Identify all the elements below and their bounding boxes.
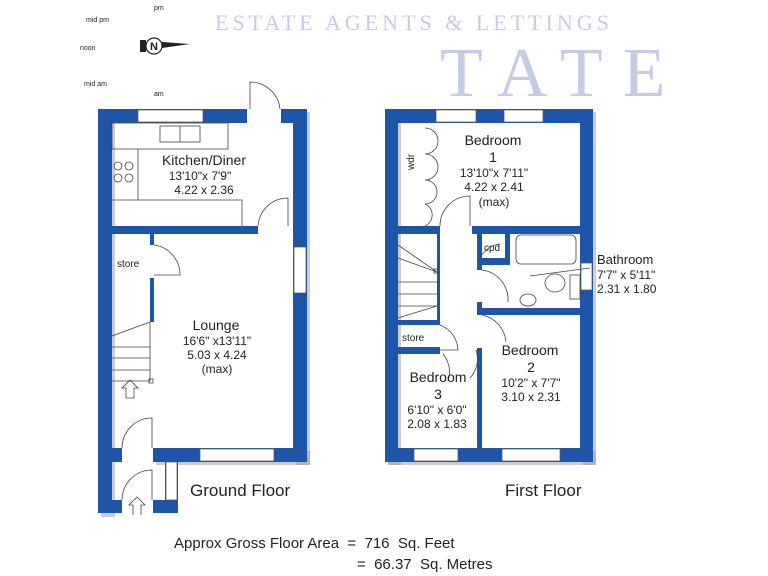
room-imperial-bedroom-1: 13'10"x 7'11" <box>460 166 528 180</box>
room-name-store-ground: store <box>117 259 140 270</box>
room-name-bedroom-2: Bedroom <box>502 342 559 358</box>
room-name-store-first: store <box>402 333 425 344</box>
room-imperial-kitchen-diner: 13'10"x 7'9" <box>169 169 231 183</box>
room-imperial-bedroom-2: 10'2" x 7'7" <box>501 376 560 390</box>
room-name-bedroom-3: Bedroom <box>410 369 467 385</box>
room-name-kitchen-diner: Kitchen/Diner <box>162 152 246 168</box>
room-imperial-bathroom: 7'7" x 5'11" <box>597 268 655 282</box>
watermark-tagline: ESTATE AGENTS & LETTINGS <box>215 10 613 35</box>
room-note-lounge: (max) <box>202 362 233 376</box>
room-name-wdr: wdr <box>406 153 417 171</box>
watermark-brand: TATE <box>440 35 685 112</box>
room-imperial-bedroom-3: 6'10" x 6'0" <box>407 403 466 417</box>
compass-label-pm: pm <box>154 5 164 12</box>
compass-north: N <box>150 41 158 53</box>
ground-floor-plan: Kitchen/Diner 13'10"x 7'9" 4.22 x 2.36 L… <box>98 81 310 517</box>
north-arrow-icon <box>162 42 190 48</box>
compass-label-mid-am: mid am <box>84 81 107 88</box>
room-name-cpd: cpd <box>484 243 500 254</box>
up-arrow-icon <box>121 379 139 399</box>
room-name-lounge: Lounge <box>193 317 240 333</box>
room-number-bedroom-3: 3 <box>434 386 442 402</box>
room-metric-kitchen-diner: 4.22 x 2.36 <box>174 183 234 197</box>
compass-label-am: am <box>154 91 164 98</box>
room-number-bedroom-1: 1 <box>489 149 497 165</box>
room-metric-bedroom-3: 2.08 x 1.83 <box>407 417 467 431</box>
room-name-bedroom-1: Bedroom <box>465 132 522 148</box>
room-imperial-lounge: 16'6" x13'11" <box>183 334 251 348</box>
first-floor-plan: Bedroom 1 13'10"x 7'11" 4.22 x 2.41 (max… <box>385 109 657 500</box>
compass: N pm mid pm noon mid am am <box>80 5 190 98</box>
floor-title-ground: Ground Floor <box>190 481 290 500</box>
room-name-bathroom: Bathroom <box>597 252 653 267</box>
room-metric-bathroom: 2.31 x 1.80 <box>597 282 657 296</box>
room-metric-bedroom-1: 4.22 x 2.41 <box>464 180 524 194</box>
watermark: ESTATE AGENTS & LETTINGS TATE <box>215 10 685 112</box>
compass-label-noon: noon <box>80 45 96 52</box>
gross-area-sqft: Approx Gross Floor Area = 716 Sq. Feet <box>174 535 455 552</box>
gross-area-sqm: = 66.37 Sq. Metres <box>357 556 493 573</box>
room-metric-bedroom-2: 3.10 x 2.31 <box>501 390 561 404</box>
compass-label-mid-pm: mid pm <box>86 17 109 24</box>
entrance-arrow-icon <box>128 496 146 515</box>
staircase <box>111 321 154 399</box>
room-metric-lounge: 5.03 x 4.24 <box>187 348 247 362</box>
room-note-bedroom-1: (max) <box>479 195 510 209</box>
floor-title-first: First Floor <box>505 481 582 500</box>
room-number-bedroom-2: 2 <box>527 359 535 375</box>
staircase-first <box>397 244 439 319</box>
